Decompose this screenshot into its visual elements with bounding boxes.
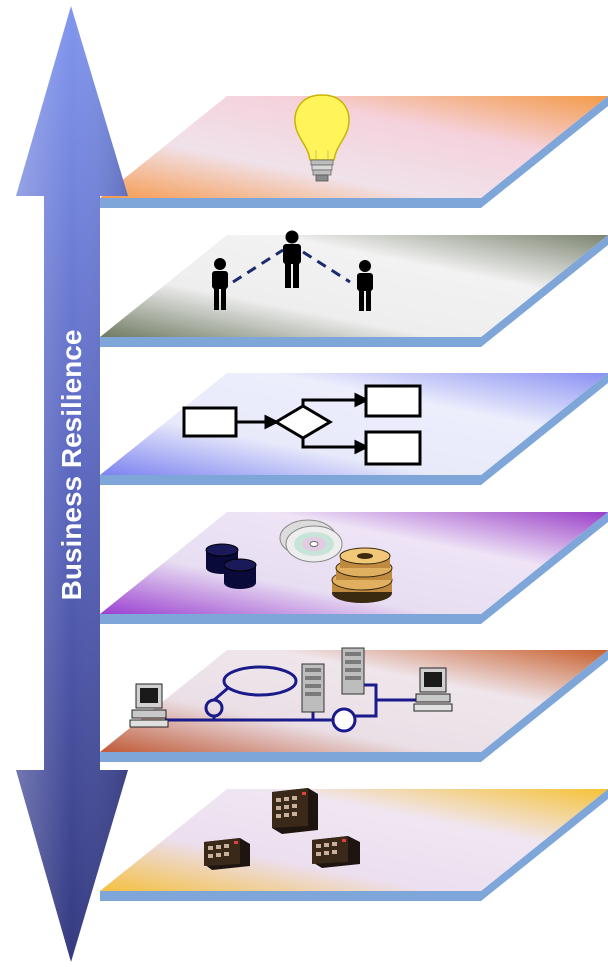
layer-strategy	[100, 96, 608, 208]
building-icon	[312, 836, 360, 868]
cd-discs-icon	[279, 519, 343, 563]
person-icon	[212, 258, 228, 310]
building-icon	[204, 838, 250, 870]
business-resilience-arrow: Business Resilience	[16, 6, 128, 962]
people-network-icon	[212, 230, 373, 311]
layer-plane	[100, 373, 608, 475]
person-icon	[357, 260, 373, 311]
lightbulb-icon	[294, 94, 350, 182]
buildings-icon	[204, 788, 360, 870]
workstation-icon	[129, 683, 169, 728]
network-computers-icon	[129, 647, 453, 733]
business-resilience-label: Business Resilience	[56, 330, 87, 601]
server-icon	[301, 663, 325, 713]
layer-plane	[100, 96, 608, 198]
building-icon	[272, 788, 318, 834]
database-icon	[205, 543, 257, 589]
arrow-shading	[16, 6, 128, 962]
layer-organization	[100, 235, 608, 347]
layer-processes	[100, 373, 608, 485]
workstation-icon	[413, 667, 453, 712]
layer-stack	[100, 96, 608, 901]
server-icon	[341, 647, 365, 695]
process-flowchart-icon	[182, 384, 422, 466]
tape-reels-icon	[331, 547, 393, 603]
person-icon	[283, 230, 301, 288]
layer-plane	[100, 235, 608, 337]
data-storage-icon	[205, 519, 393, 603]
